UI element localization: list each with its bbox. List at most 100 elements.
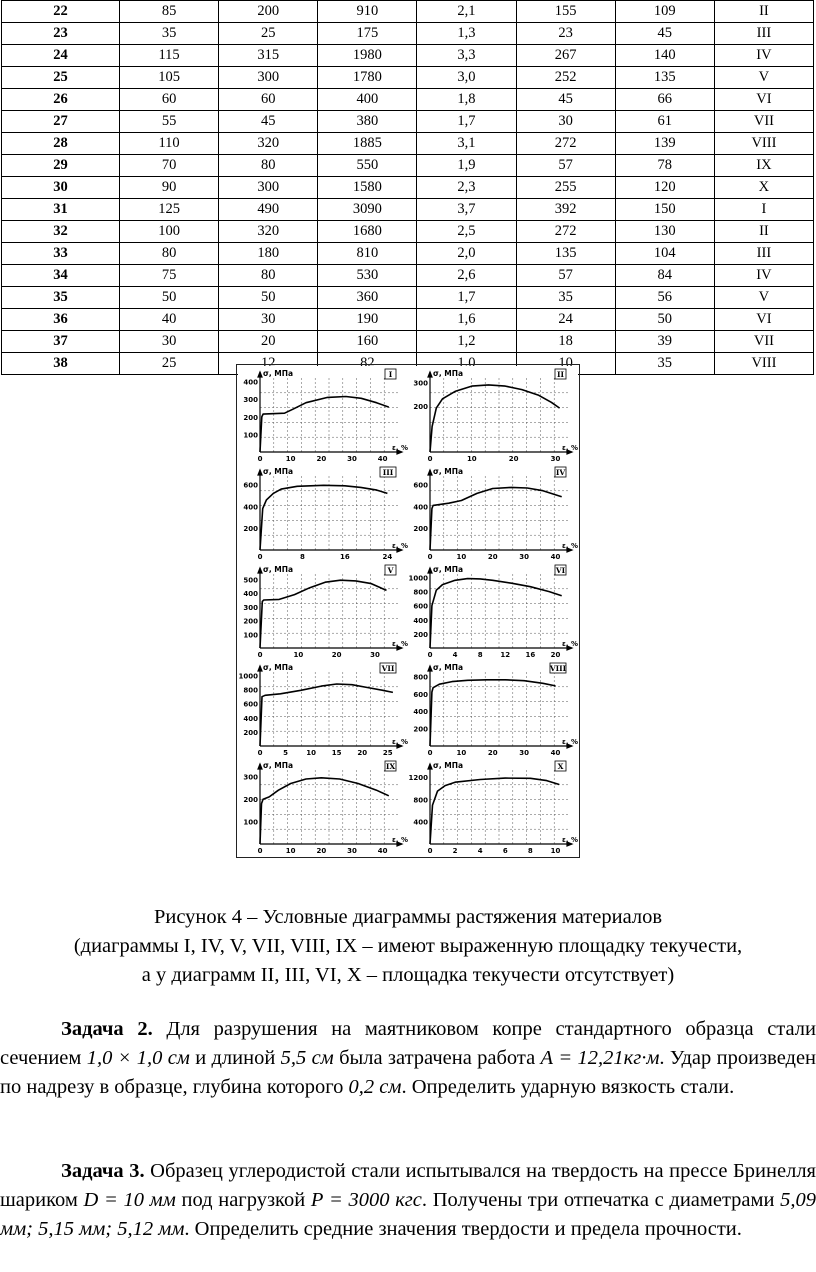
table-cell: 39 xyxy=(614,330,715,353)
row-number-cell: 35 xyxy=(1,286,120,309)
x-tick-label: 6 xyxy=(503,847,508,855)
x-tick-label: 20 xyxy=(316,847,326,855)
x-tick-label: 10 xyxy=(293,651,303,659)
table-cell: 45 xyxy=(614,22,715,45)
y-tick-label: 200 xyxy=(243,729,258,737)
table-cell: III xyxy=(713,242,815,265)
x-tick-label: 0 xyxy=(428,651,433,659)
table-cell: 104 xyxy=(614,242,715,265)
x-axis-label: ε, % xyxy=(392,542,408,550)
table-cell: 252 xyxy=(515,66,616,89)
table-cell: 90 xyxy=(118,176,220,199)
table-cell: 320 xyxy=(218,220,319,243)
table-cell: 2,6 xyxy=(416,264,517,287)
x-tick-label: 40 xyxy=(378,455,388,463)
table-cell: 1,2 xyxy=(416,330,517,353)
x-axis-label: ε, % xyxy=(562,738,578,746)
y-tick-label: 100 xyxy=(243,631,258,639)
y-tick-label: 500 xyxy=(243,576,258,584)
y-tick-label: 600 xyxy=(413,482,428,490)
figure-caption-line-3: а у диаграмм II, III, VI, X – площадка т… xyxy=(141,964,675,986)
y-tick-label: 400 xyxy=(243,379,258,387)
y-tick-label: 400 xyxy=(243,715,258,723)
table-cell: 75 xyxy=(118,264,220,287)
table-cell: 45 xyxy=(218,110,319,133)
table-cell: 3090 xyxy=(317,198,418,221)
table-cell: 2,3 xyxy=(416,176,517,199)
stress-strain-curve xyxy=(259,683,394,747)
y-tick-label: 200 xyxy=(243,796,258,804)
x-tick-label: 20 xyxy=(551,651,561,659)
table-cell: 30 xyxy=(218,308,319,331)
x-tick-label: 10 xyxy=(551,847,561,855)
stress-strain-curve xyxy=(259,484,388,551)
table-cell: 130 xyxy=(614,220,715,243)
table-cell: 160 xyxy=(317,330,418,353)
figure-caption-line-2: (диаграммы I, IV, V, VII, VIII, IX – име… xyxy=(73,935,743,957)
y-axis-label: σ, МПа xyxy=(263,369,293,378)
row-number-cell: 29 xyxy=(1,154,120,177)
table-cell: 125 xyxy=(118,198,220,221)
y-tick-label: 300 xyxy=(243,604,258,612)
axes xyxy=(427,370,574,455)
y-axis-label: σ, МПа xyxy=(263,663,293,672)
stress-strain-curve xyxy=(259,395,390,453)
table-cell: 200 xyxy=(218,0,319,23)
axes xyxy=(427,664,574,749)
grid xyxy=(430,378,568,452)
y-tick-label: 600 xyxy=(243,701,258,709)
diagram-id-label: II xyxy=(557,370,565,379)
y-axis-label: σ, МПа xyxy=(433,467,463,476)
y-tick-label: 800 xyxy=(413,796,428,804)
table-cell: VI xyxy=(713,88,815,111)
task-2-notch-depth: 0,2 см xyxy=(348,1076,402,1098)
table-cell: 1,8 xyxy=(416,88,517,111)
x-tick-label: 10 xyxy=(286,847,296,855)
table-cell: VI xyxy=(713,308,815,331)
diagram-id-box xyxy=(379,466,397,478)
grid xyxy=(430,770,568,844)
table-cell: 267 xyxy=(515,44,616,67)
table-cell: 400 xyxy=(317,88,418,111)
diagram-id-box xyxy=(549,662,567,674)
stress-strain-curve xyxy=(429,486,562,551)
row-number-cell: 32 xyxy=(1,220,120,243)
table-cell: 61 xyxy=(614,110,715,133)
table-cell: 180 xyxy=(218,242,319,265)
y-tick-label: 600 xyxy=(243,482,258,490)
table-cell: 380 xyxy=(317,110,418,133)
table-cell: X xyxy=(713,176,815,199)
x-tick-label: 0 xyxy=(428,749,433,757)
task-2-text-4: . Удар произведен по надрезу в образце, … xyxy=(0,1047,816,1098)
x-axis-label: ε, % xyxy=(562,640,578,648)
stress-strain-curve xyxy=(259,579,387,649)
y-tick-label: 400 xyxy=(413,503,428,511)
x-tick-label: 20 xyxy=(488,749,498,757)
table-cell: 57 xyxy=(515,264,616,287)
x-tick-label: 30 xyxy=(370,651,380,659)
table-cell: 24 xyxy=(515,308,616,331)
y-tick-label: 1000 xyxy=(239,673,259,681)
table-cell: 1,6 xyxy=(416,308,517,331)
y-tick-label: 200 xyxy=(413,403,428,411)
task-2-heading: Задача 2. xyxy=(61,1018,153,1040)
task-3-heading: Задача 3. xyxy=(61,1160,145,1182)
table-cell: I xyxy=(713,198,815,221)
table-cell: 300 xyxy=(218,66,319,89)
diagram-id-box xyxy=(379,662,397,674)
y-tick-label: 200 xyxy=(413,525,428,533)
task-2-text-5: . Определить ударную вязкость стали. xyxy=(401,1076,735,1098)
x-tick-label: 20 xyxy=(357,749,367,757)
y-tick-label: 1000 xyxy=(409,575,429,583)
x-tick-label: 40 xyxy=(551,749,561,757)
task-2-text-2: и длиной xyxy=(189,1047,281,1069)
